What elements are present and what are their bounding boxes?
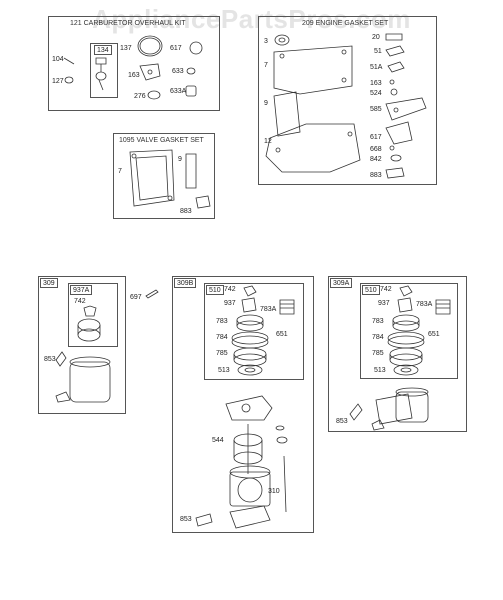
part-label: 617 (170, 45, 182, 52)
part-label: 783A (260, 306, 277, 313)
part-label: 7 (264, 62, 268, 69)
carburetor-subkit-box (90, 43, 118, 98)
part-label: 937 (224, 300, 236, 307)
part-label: 163 (370, 80, 382, 87)
part-label: 310 (268, 488, 280, 495)
part-label: 137 (120, 45, 132, 52)
part-label: 104 (52, 56, 64, 63)
part-label: 784 (216, 334, 228, 341)
carburetor-subkit-tag: 134 (94, 45, 112, 55)
part-label: 742 (380, 286, 392, 293)
part-label: 3 (264, 38, 268, 45)
part-label: 276 (134, 93, 146, 100)
part-label: 651 (428, 331, 440, 338)
starter-309-tag: 309 (40, 278, 58, 288)
part-label: 513 (218, 367, 230, 374)
carburetor-kit-box (48, 16, 220, 111)
part-label: 633A (170, 88, 187, 95)
starter-309-subkit-box (68, 283, 118, 347)
part-label: 163 (128, 72, 140, 79)
part-label: 51A (370, 64, 383, 71)
part-label: 742 (74, 298, 86, 305)
valve-gasket-set-box (113, 133, 215, 219)
starter-309b-subkit-tag: 510 (206, 285, 224, 295)
part-label: 51 (374, 48, 382, 55)
part-label: 783 (372, 318, 384, 325)
part-label: 853 (44, 356, 56, 363)
part-label: 12 (264, 138, 272, 145)
part-label: 513 (374, 367, 386, 374)
engine-gasket-set-title: 209 ENGINE GASKET SET (302, 20, 389, 27)
part-label: 544 (212, 437, 224, 444)
part-label: 524 (370, 90, 382, 97)
starter-309b-subkit-box (204, 283, 304, 380)
part-label: 785 (216, 350, 228, 357)
part-label: 785 (372, 350, 384, 357)
carburetor-kit-parts (64, 36, 202, 99)
starter-309a-subkit-tag: 510 (362, 285, 380, 295)
starter-309a-tag: 309A (330, 278, 353, 288)
part-label: 937 (378, 300, 390, 307)
part-label: 883 (180, 208, 192, 215)
valve-gasket-parts (130, 150, 210, 208)
starter-309a-parts (350, 286, 450, 430)
engine-gasket-set-box (258, 16, 437, 185)
part-label: 9 (178, 156, 182, 163)
part-label: 651 (276, 331, 288, 338)
starter-309b-box (172, 276, 314, 533)
starter-309b-tag: 309B (174, 278, 197, 288)
engine-gasket-parts (266, 34, 426, 178)
part-label: 842 (370, 156, 382, 163)
part-label: 883 (370, 172, 382, 179)
part-label: 617 (370, 134, 382, 141)
part-label: 585 (370, 106, 382, 113)
valve-gasket-set-title: 1095 VALVE GASKET SET (119, 137, 204, 144)
starter-309a-subkit-box (360, 283, 458, 379)
part-label: 668 (370, 146, 382, 153)
carburetor-kit-title: 121 CARBURETOR OVERHAUL KIT (70, 20, 186, 27)
part-label: 783 (216, 318, 228, 325)
starter-309b-parts (196, 286, 294, 528)
starter-309-box (38, 276, 126, 414)
part-label: 784 (372, 334, 384, 341)
starter-309a-box (328, 276, 467, 432)
starter-309-parts (56, 290, 158, 402)
watermark-text: AppliancePartsPros.com (92, 4, 411, 34)
part-label: 9 (264, 100, 268, 107)
starter-309-subkit-tag: 937A (70, 285, 93, 295)
part-label: 7 (118, 168, 122, 175)
part-label: 633 (172, 68, 184, 75)
part-label: 742 (224, 286, 236, 293)
part-label: 783A (416, 301, 433, 308)
part-label: 697 (130, 294, 142, 301)
part-label: 853 (180, 516, 192, 523)
part-label: 127 (52, 78, 64, 85)
part-label: 20 (372, 34, 380, 41)
part-label: 853 (336, 418, 348, 425)
